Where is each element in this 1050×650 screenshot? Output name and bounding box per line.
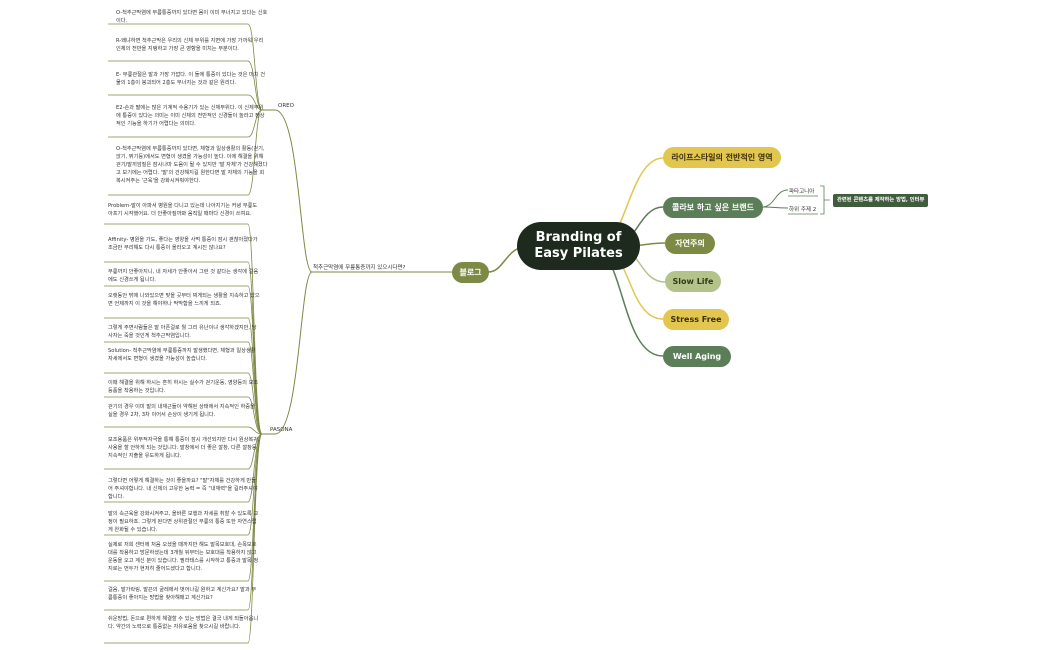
central-title-line1: Branding of [535, 230, 622, 245]
connector-oreo [262, 109, 313, 273]
central-title-line2: Easy Pilates [534, 246, 623, 261]
connector-brand-item1 [761, 189, 789, 208]
branch-lifestyle[interactable]: 라이프스타일의 전반적인 영역 [663, 147, 781, 168]
brand-child-patagonia[interactable]: 파타고니아 [789, 189, 815, 195]
central-topic[interactable]: Branding of Easy Pilates [517, 222, 640, 270]
branch-nature[interactable]: 자연주의 [665, 233, 715, 254]
pasona-note[interactable]: 오랫동안 밖에 나와있으면 맞을 곳부터 찌게되는 생활을 지속하고 있으면 언… [108, 293, 260, 307]
oreo-note[interactable]: R-왜냐하면 척추근막은 우리의 신체 부위를 지면에 가장 가까워 우리 인체… [116, 38, 264, 52]
connector-brand-item2 [761, 206, 789, 209]
branch-well-aging[interactable]: Well Aging [663, 346, 731, 367]
pasona-note[interactable]: 무릎까지 안좋아지니, 내 자세가 안좋아서 그런 것 같다는 생각에 걸음에도… [108, 269, 259, 283]
pasona-note[interactable]: 그렇게 주변사람들은 발 아픈걸로 뭘 그리 유난이냐 생각하겠지만, 당사자는… [108, 325, 257, 339]
pasona-note[interactable]: 걷기의 경우 이미 발의 내재근들이 약해된 상태에서 지속적인 하중을 실을 … [108, 404, 255, 418]
branch-collab-brand[interactable]: 콜라보 하고 싶은 브랜드 [663, 197, 763, 218]
pasona-note[interactable]: 발의 속근육을 강화시켜주고, 올바른 보행과 자세를 취할 수 있도록 교정이… [108, 511, 259, 533]
pasona-note[interactable]: Solution- 척추근막염에 무릎통증까지 발생했다면, 체형과 일상생활 … [108, 348, 256, 362]
bracket-brand [820, 185, 830, 215]
pasona-note[interactable]: 이때 해결을 위해 하시는 흔히 하시는 실수가 걷기운동, 영양등의 보조등품… [108, 380, 259, 394]
connector-pasona [262, 271, 313, 435]
oreo-note[interactable]: E- 무릎관절은 발과 가장 가깝다. 이 둘에 통증이 있다는 것은 마치 건… [116, 72, 266, 86]
oreo-note[interactable]: O-척추근막염에 무릎통증까지 있다면, 체형과 일상생활의 활동(걷기, 앉기… [116, 146, 268, 184]
oreo-note[interactable]: E2-손과 팔에는 많은 기계적 수용기가 있는 신체부위다. 이 신체부위에 … [116, 105, 265, 127]
pasona-note[interactable]: 걸음, 발가락링, 발끈의 굴레에서 벗어나길 원하고 계신가요? 발과 무릎통… [108, 587, 257, 601]
oreo-note[interactable]: O-척추근막염에 무릎통증까지 있다면 몸이 이미 무너지고 있다는 신호이다. [116, 10, 268, 24]
pasona-note[interactable]: 실제로 저희 센터에 처음 오셨을 때까지만 해도 발목보호대, 손목보호대를 … [108, 542, 259, 572]
pasona-note[interactable]: Problem-발이 아파서 병원을 다니고 있는데 나아지기는 커녕 무릎도 … [108, 203, 258, 217]
brand-child-subtopic2[interactable]: 하위 주제 2 [789, 207, 817, 213]
blog-child-oreo[interactable]: OREO [278, 103, 294, 109]
blog-child-pasona[interactable]: PASONA [270, 427, 293, 433]
branch-slow-life[interactable]: Slow Life [665, 271, 721, 292]
branch-blog[interactable]: 블로그 [452, 262, 489, 283]
pasona-note[interactable]: Affinity- 병원을 가도, 좋다는 영양을 사먹 통증이 잠시 괜찮아졌… [108, 237, 258, 251]
brand-summary-tag[interactable]: 관련된 콘텐츠를 제작하는 방법, 인터뷰 [833, 194, 929, 207]
blog-topic-label[interactable]: 척추근막염에 무릎통증까지 있으시다면? [313, 265, 406, 271]
pasona-note[interactable]: 보조용품은 위부적자극을 통해 통증이 잠시 개선되지만 다시 원상복귀, 사용… [108, 437, 260, 459]
pasona-note[interactable]: 쉬운방법, 돈으로 편하게 해결할 수 있는 방법은 결국 내게 되돌아옵니다.… [108, 616, 259, 630]
branch-stress-free[interactable]: Stress Free [663, 309, 729, 330]
pasona-note[interactable]: 그렇다면 어떻게 해결하는 것이 좋을까요? "발"자체를 건강하게 만들어 주… [108, 478, 258, 500]
